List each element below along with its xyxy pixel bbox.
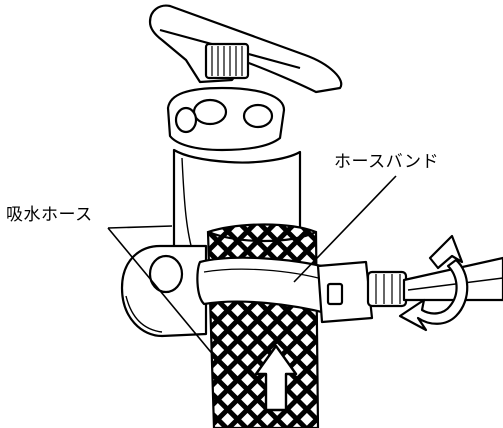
hose-band-label: ホースバンド xyxy=(334,152,439,172)
hose-band-icon xyxy=(196,256,503,324)
up-arrow-icon xyxy=(254,344,298,412)
rotate-arrow-icon xyxy=(398,234,469,332)
hose-icon xyxy=(206,223,320,428)
intake-hose-label: 吸水ホース xyxy=(6,205,93,225)
callout-line-hose-band xyxy=(293,175,397,283)
callout-line-intake-hose-pointer xyxy=(107,227,235,381)
callout-lines xyxy=(107,175,397,381)
callout-line-intake-hose xyxy=(107,225,173,229)
